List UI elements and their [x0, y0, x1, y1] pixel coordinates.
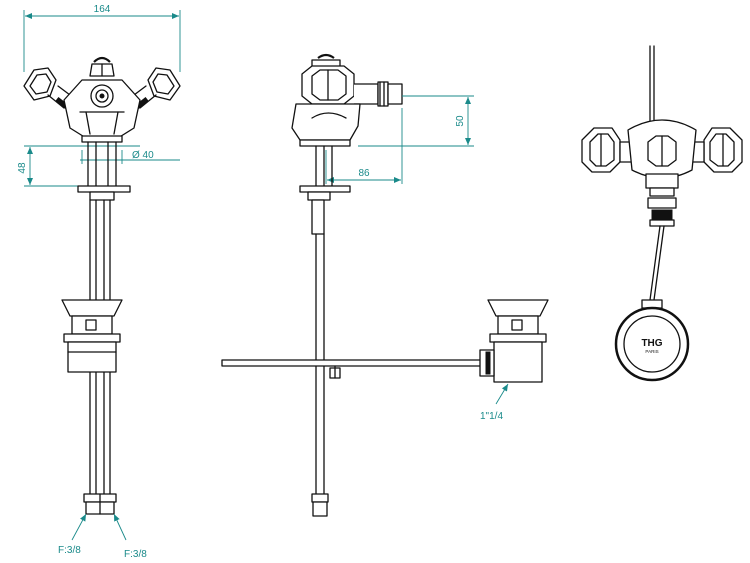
side-handle: [301, 53, 355, 105]
waste-thread-label: 1"1/4: [480, 383, 509, 422]
mounting-shank: [77, 141, 131, 201]
inlet-label-left: F:3/8: [58, 545, 81, 556]
dimension-label-50: 50: [455, 115, 466, 127]
dimension-height-50: 50: [358, 95, 474, 147]
inlet-label-right: F:3/8: [124, 549, 147, 560]
logo-brand: THG: [641, 338, 662, 349]
top-knob: [89, 56, 115, 77]
dimension-height-48: 48: [17, 147, 90, 187]
side-waste: [479, 299, 549, 383]
mixer-body: [63, 79, 141, 143]
side-hoses: [311, 233, 329, 517]
dimension-label-48: 48: [17, 162, 28, 174]
dimension-label-diameter: Ø 40: [132, 150, 154, 161]
logo-city: PARIS: [645, 349, 658, 354]
perspective-left-handle: [581, 127, 635, 173]
waste-label: 1"1/4: [480, 411, 503, 422]
pop-up-waste: [61, 299, 123, 373]
dimension-depth-86: 86: [325, 108, 403, 184]
hose-connectors: [83, 493, 117, 515]
side-shank: [299, 145, 351, 235]
perspective-view: THG PARIS: [581, 45, 743, 382]
thg-logo-knob: THG PARIS: [614, 306, 690, 382]
dimension-diameter: Ø 40: [24, 145, 180, 164]
dimension-label-86: 86: [358, 168, 370, 179]
pull-rod: [221, 359, 489, 379]
front-view: 164: [17, 4, 181, 560]
perspective-body: [627, 119, 697, 227]
dimension-overall-width: 164: [23, 4, 181, 72]
perspective-right-handle: [689, 127, 743, 173]
side-body: [291, 103, 361, 147]
dimension-label-164: 164: [94, 4, 111, 15]
side-view: 50 86: [221, 53, 549, 517]
inlet-labels: F:3/8 F:3/8: [58, 513, 147, 560]
supply-hoses: [89, 199, 111, 495]
side-spout: [354, 81, 403, 107]
